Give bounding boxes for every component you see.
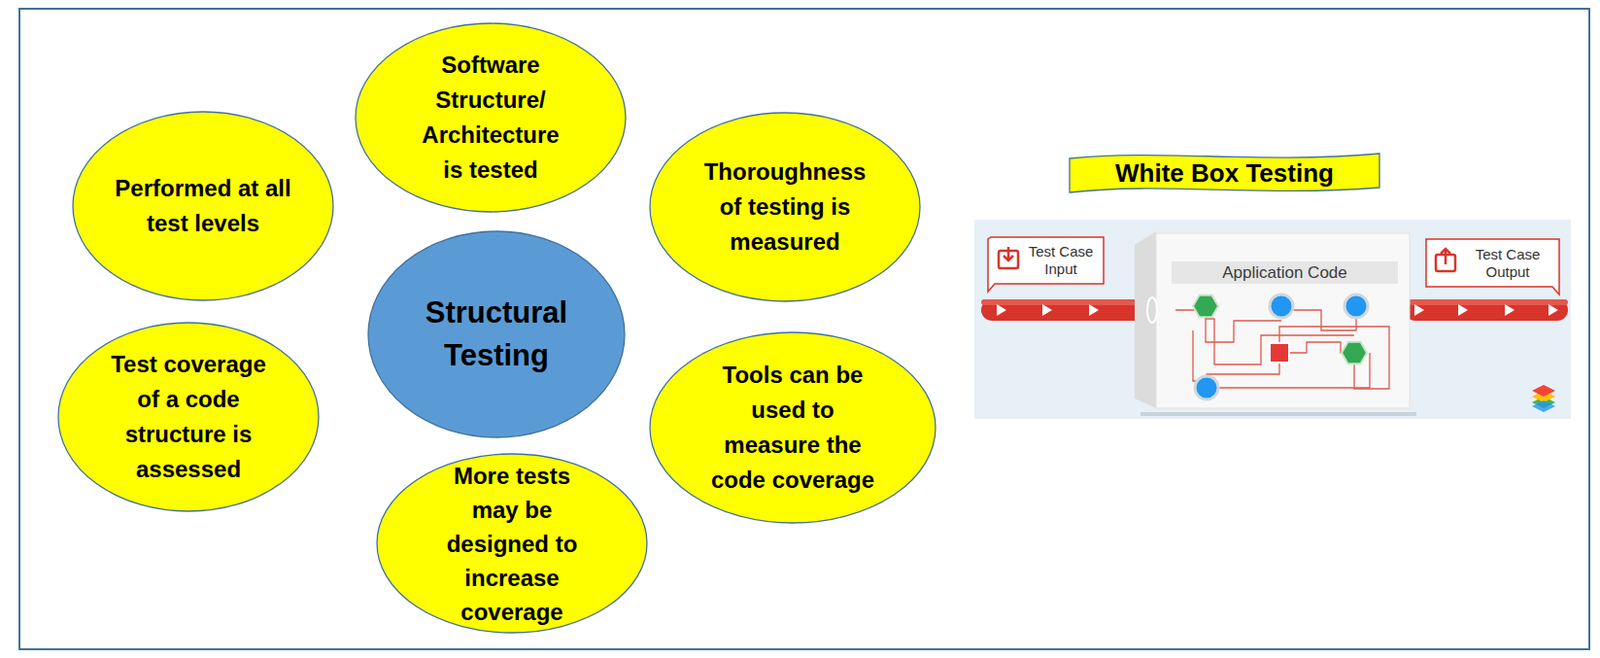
feature-ellipse: Software Structure/ Architecture is test…	[354, 22, 627, 213]
blue-circle	[1344, 294, 1368, 318]
text-holder: Structural Testing	[384, 291, 609, 377]
flow-arrow	[1042, 304, 1053, 316]
node-text: White Box Testing	[1079, 158, 1371, 188]
node-text: Structural Testing	[384, 291, 609, 377]
output-pipe	[1404, 299, 1568, 321]
box-side	[1134, 231, 1157, 409]
output-icon-arrow	[1440, 248, 1451, 265]
node-text: Test coverage of a code structure is ass…	[101, 346, 276, 487]
green-hexagon	[1341, 341, 1367, 365]
callout-label: Test Case Output	[1459, 240, 1557, 285]
feature-ellipse: Tools can be used to measure the code co…	[648, 331, 937, 524]
ellipse-outline	[376, 453, 647, 633]
feature-ellipse: Thoroughness of testing is measured	[648, 111, 921, 303]
pipe-highlight	[981, 299, 1160, 306]
frame-border	[19, 8, 1590, 649]
ellipse-outline	[649, 112, 920, 302]
circuit-line	[1281, 309, 1357, 331]
ellipse-shape	[367, 230, 626, 439]
pipe	[1404, 299, 1568, 321]
white-box-illustration	[974, 219, 1571, 419]
blue-circle	[1269, 294, 1294, 318]
text-holder: Performed at all test levels	[108, 170, 299, 241]
box-front	[1156, 233, 1410, 409]
pipe-highlight	[1404, 299, 1568, 306]
stack-icon	[1531, 384, 1556, 412]
box-title: Application Code	[1171, 261, 1398, 284]
node-text: Tools can be used to measure the code co…	[700, 357, 886, 498]
text-holder: Thoroughness of testing is measured	[692, 154, 878, 260]
feature-ellipse: Performed at all test levels	[71, 110, 335, 302]
node-text: Software Structure/ Architecture is test…	[412, 47, 569, 188]
feature-ellipse: Test coverage of a code structure is ass…	[57, 321, 320, 512]
flow-arrow	[996, 304, 1007, 316]
title-banner: White Box Testing	[1069, 153, 1380, 193]
code-box	[1134, 231, 1417, 416]
flow-arrow	[1548, 304, 1559, 316]
flow-arrow	[1458, 304, 1468, 316]
node-text: Performed at all test levels	[108, 170, 299, 241]
node-text: More tests may be designed to increase c…	[437, 458, 588, 629]
green-hexagon	[1192, 295, 1219, 318]
circuit-line	[1279, 326, 1390, 389]
ellipse-shape	[71, 110, 335, 302]
central-ellipse: Structural Testing	[367, 230, 626, 439]
input-callout	[987, 237, 1104, 292]
text-holder: White Box Testing	[1079, 158, 1371, 188]
flow-arrow	[1089, 304, 1099, 316]
ellipse-outline	[72, 111, 334, 301]
ellipse-outline	[355, 23, 626, 212]
stack-layer	[1531, 400, 1556, 412]
pipe-joint	[1147, 297, 1158, 323]
text-holder: Tools can be used to measure the code co…	[700, 357, 886, 498]
banner-outline	[1069, 153, 1380, 193]
input-pipe	[981, 299, 1160, 321]
illustration-panel	[974, 219, 1571, 419]
circuit-line	[1192, 330, 1207, 381]
blue-circle	[1194, 375, 1219, 400]
flow-arrow	[1414, 304, 1425, 316]
text-holder: Software Structure/ Architecture is test…	[412, 47, 569, 188]
code-strip	[1171, 261, 1398, 284]
circuit-line	[1175, 309, 1282, 342]
ellipse-shape	[57, 321, 320, 512]
flow-arrow	[1504, 304, 1515, 316]
ellipse-outline	[368, 231, 625, 438]
node-text: Thoroughness of testing is measured	[692, 154, 878, 260]
output-callout	[1426, 238, 1560, 295]
text-holder: Test coverage of a code structure is ass…	[101, 346, 276, 487]
ellipse-shape	[648, 331, 937, 524]
ellipse-outline	[58, 322, 319, 511]
input-icon-arrow	[1003, 246, 1014, 261]
pipe	[981, 299, 1160, 321]
ellipse-outline	[649, 332, 936, 523]
feature-ellipse: More tests may be designed to increase c…	[375, 452, 648, 634]
callout-box	[1426, 238, 1560, 295]
callout-box	[987, 237, 1104, 292]
text-holder: More tests may be designed to increase c…	[437, 458, 588, 629]
stack-layer	[1531, 384, 1556, 397]
callout-label: Test Case Input	[1020, 238, 1102, 282]
ellipse-shape	[354, 22, 627, 213]
red-square	[1269, 342, 1290, 363]
box-shadow	[1140, 411, 1417, 416]
